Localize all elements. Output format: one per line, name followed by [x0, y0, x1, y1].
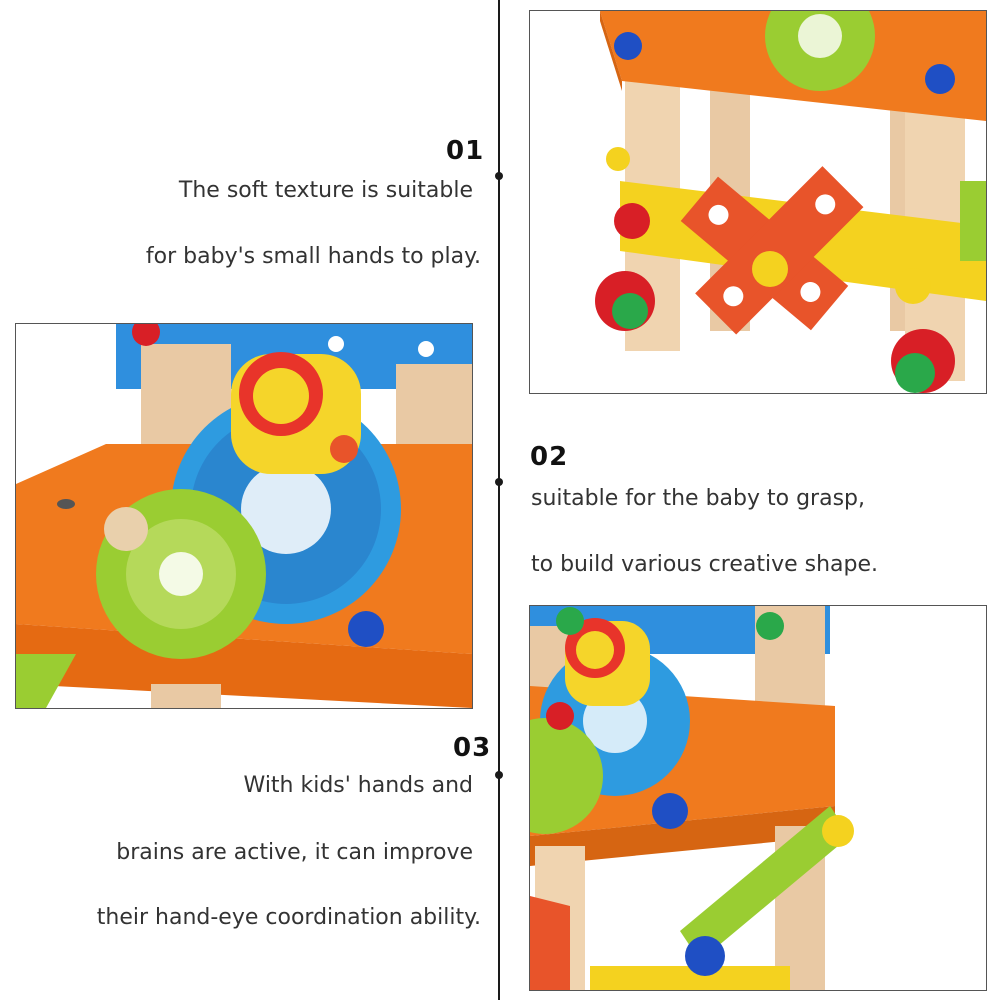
timeline-dot-3 [495, 771, 503, 779]
feature-3-line-1: With kids' hands and [243, 773, 473, 798]
feature-3-number: 03 [453, 733, 492, 763]
product-photo-1 [529, 10, 987, 394]
feature-1-line-1: The soft texture is suitable [178, 178, 473, 203]
feature-2-line-2: to build various creative shape. [531, 552, 879, 577]
feature-1-line-2: for baby's small hands to play. [145, 244, 481, 269]
timeline-dot-1 [495, 172, 503, 180]
feature-1-number: 01 [446, 136, 485, 166]
feature-2-number: 02 [530, 442, 569, 472]
product-photo-2 [15, 323, 473, 709]
timeline-dot-2 [495, 478, 503, 486]
feature-2-line-1: suitable for the baby to grasp, [531, 486, 865, 511]
product-photo-3 [529, 605, 987, 991]
feature-3-line-2: brains are active, it can improve [116, 840, 473, 865]
timeline-line [498, 0, 500, 1000]
feature-3-line-3: their hand-eye coordination ability. [96, 905, 481, 930]
